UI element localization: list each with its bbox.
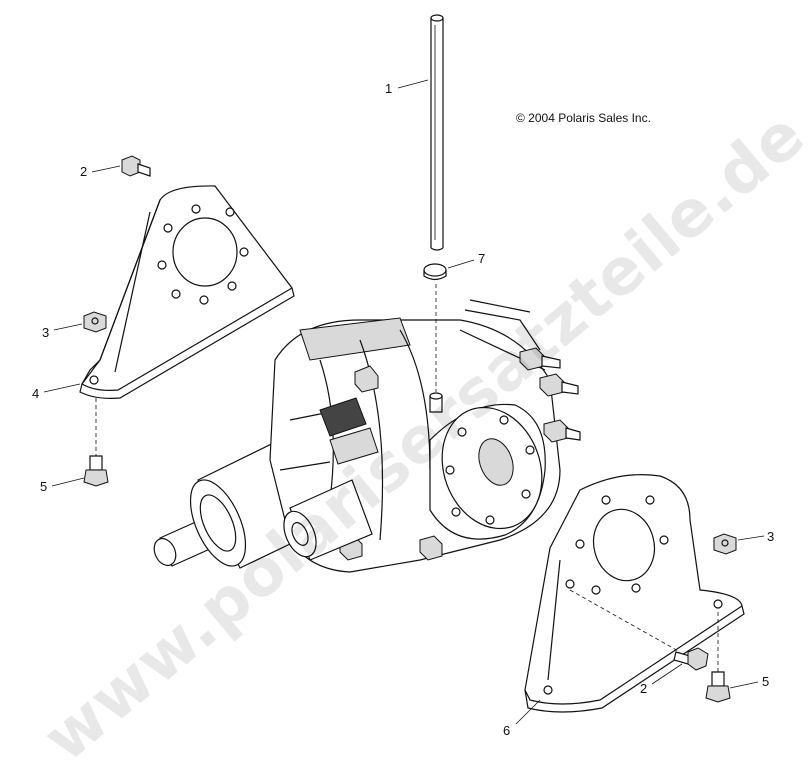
callout-6: 6 (503, 723, 511, 738)
callout-3-right: 3 (767, 529, 775, 544)
leader-line-4 (43, 383, 81, 393)
mount-bracket-part-6 (524, 474, 745, 713)
copyright-notice: © 2004 Polaris Sales Inc. (516, 111, 651, 125)
callout-5-right: 5 (762, 674, 770, 689)
bolt-part-2-left (121, 155, 151, 177)
callout-5-left: 5 (40, 479, 48, 494)
mount-bracket-part-4 (79, 185, 295, 399)
bolt-part-5-right (705, 671, 731, 703)
gearcase-assembly (153, 299, 581, 573)
leader-line-5-left (51, 477, 85, 487)
leader-line-7 (447, 259, 475, 269)
leader-line-2-left (91, 165, 121, 173)
callout-2-left: 2 (80, 164, 88, 179)
leader-line-2-right (651, 663, 683, 685)
bolt-part-5-left (83, 455, 109, 487)
bolt-axis-right-diag (569, 589, 681, 653)
nut-part-3-right (713, 533, 737, 555)
nut-part-3-left (83, 311, 107, 333)
leader-line-3-left (53, 323, 83, 331)
leader-line-3-right (737, 535, 765, 541)
leader-line-5-right (729, 681, 759, 689)
callout-3-left: 3 (42, 325, 50, 340)
clamp-part-7 (423, 263, 447, 281)
leader-line-1 (397, 79, 429, 89)
callout-2-right: 2 (640, 681, 648, 696)
callout-1: 1 (385, 81, 393, 96)
vent-tube-part-1 (430, 14, 444, 251)
callout-4: 4 (32, 386, 40, 401)
callout-7: 7 (478, 251, 486, 266)
bolt-part-2-right (673, 647, 709, 671)
leader-line-6 (515, 699, 541, 725)
